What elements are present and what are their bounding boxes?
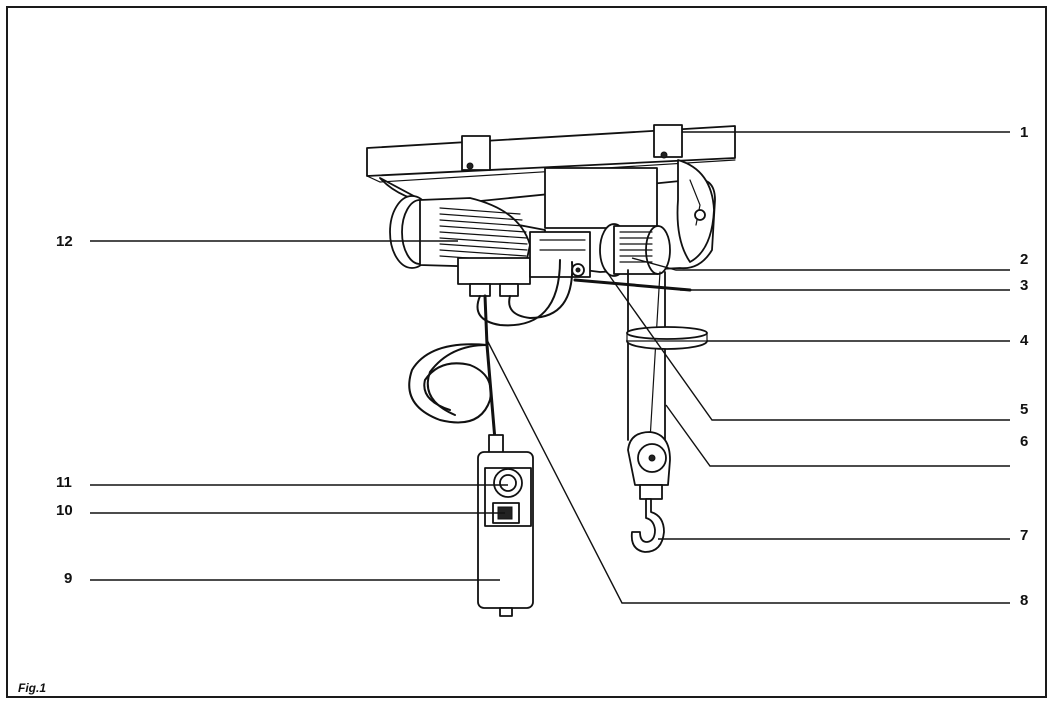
figure-frame: [6, 6, 1047, 698]
rope-drum: [599, 223, 671, 277]
leader-5: [603, 267, 1010, 421]
callout-11: 11: [56, 474, 72, 491]
callout-3: 3: [1020, 277, 1028, 294]
power-cables: [476, 259, 574, 327]
motor: [389, 195, 531, 297]
callout-10: 10: [56, 502, 73, 519]
callout-12: 12: [56, 233, 73, 250]
callout-7: 7: [1020, 527, 1028, 544]
callout-6: 6: [1020, 433, 1028, 450]
wire-rope: [627, 269, 666, 441]
callout-4: 4: [1020, 332, 1029, 349]
hoist-illustration: [366, 124, 736, 617]
pulley-block: [627, 431, 671, 500]
callout-5: 5: [1020, 401, 1028, 418]
leader-lines: [90, 131, 1010, 604]
callout-2: 2: [1020, 251, 1028, 268]
pendant-control: [477, 451, 534, 617]
callout-8: 8: [1020, 592, 1028, 609]
hook: [630, 498, 665, 553]
leader-2: [631, 257, 1010, 271]
callout-1: 1: [1020, 124, 1028, 141]
mounting-bar: [366, 124, 736, 183]
leader-8: [485, 337, 1010, 604]
pendant-cable: [408, 294, 504, 454]
callout-9: 9: [64, 570, 72, 587]
limit-switch-lever: [573, 278, 692, 292]
stop-buffer: [626, 326, 708, 350]
leader-6: [665, 404, 1010, 467]
callout-labels: 1 2 3 4 5 6 7 8 9 10 11 12: [56, 124, 1029, 609]
figure-caption: Fig.1: [18, 681, 46, 695]
